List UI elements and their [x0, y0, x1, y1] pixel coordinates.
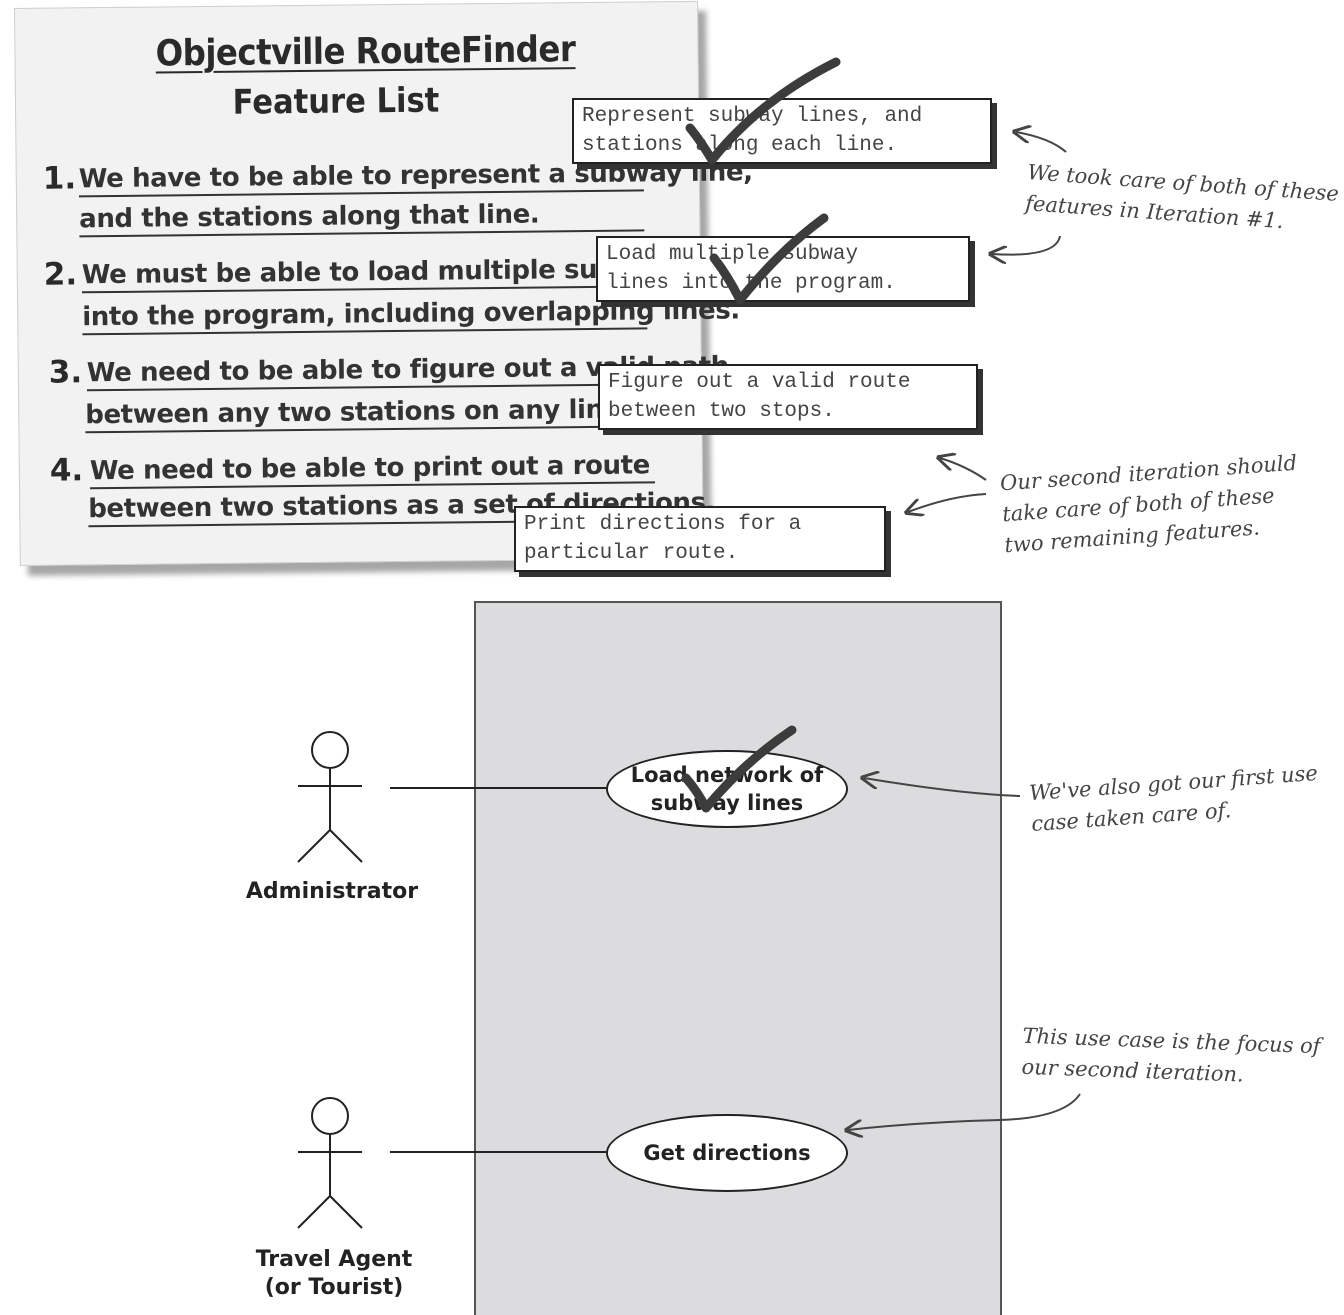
- arrow-icon: [864, 778, 1021, 797]
- note-valid-route: Figure out a valid route between two stop…: [598, 364, 978, 430]
- note-line: Figure out a valid route: [608, 371, 911, 394]
- usecase-get-directions: Get directions: [606, 1114, 848, 1192]
- arrow-icon: [940, 458, 987, 481]
- usecase-label: Get directions: [643, 1141, 811, 1165]
- actor-label-travel-agent: Travel Agent (or Tourist): [234, 1246, 434, 1302]
- system-boundary: [474, 601, 1002, 1315]
- note-load-lines: Load multiple subway lines into the progr…: [596, 236, 970, 302]
- usecase-label: subway lines: [650, 791, 804, 815]
- note-print-directions: Print directions for a particular route.: [514, 506, 886, 572]
- actor-label-line: (or Tourist): [264, 1275, 404, 1300]
- checkmark-icon: [681, 725, 797, 813]
- note-line: Print directions for a: [524, 513, 802, 536]
- note-line: Represent subway lines, and: [582, 105, 923, 128]
- arrow-icon: [992, 235, 1061, 255]
- travel-agent-actor-icon: [297, 1097, 363, 1229]
- arrow-icon: [848, 1093, 1081, 1130]
- note-line: particular route.: [524, 542, 739, 565]
- actor-label-line: Travel Agent: [255, 1247, 413, 1272]
- arrow-icon: [1016, 132, 1067, 153]
- note-line: between two stops.: [608, 400, 835, 423]
- administrator-actor-icon: [297, 731, 363, 863]
- arrow-icon: [908, 493, 987, 512]
- note-line: lines into the program.: [606, 272, 896, 295]
- checkmark-icon: [709, 213, 829, 305]
- checkmark-icon: [685, 57, 841, 165]
- actor-label-line: Administrator: [245, 879, 419, 904]
- actor-label-administrator: Administrator: [232, 878, 432, 906]
- note-line: Load multiple subway: [606, 243, 859, 266]
